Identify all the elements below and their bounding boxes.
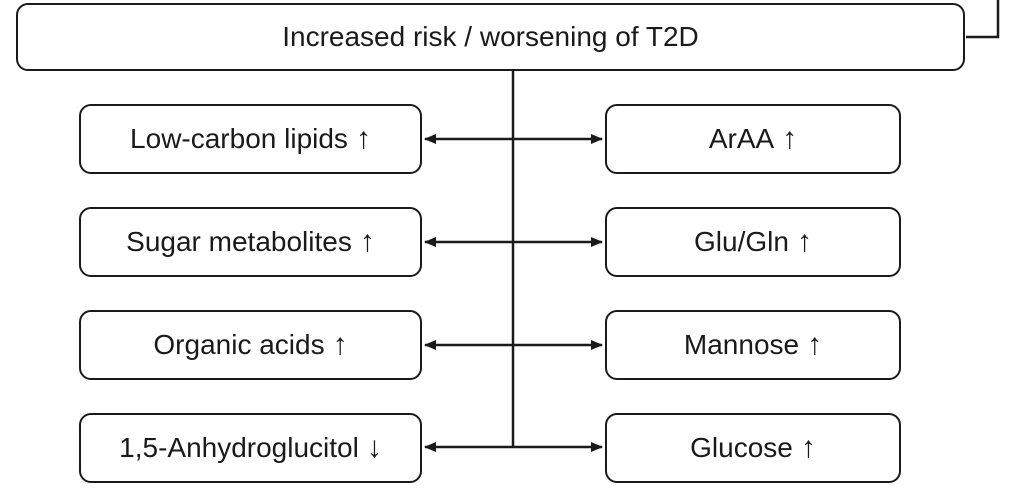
metabolite-label: Mannose <box>683 329 800 360</box>
up-arrow-icon: ↑ <box>796 225 812 258</box>
metabolite-label: Glucose <box>690 432 793 463</box>
right-metabolite-box: Glucose ↑ <box>605 413 901 483</box>
up-arrow-icon: ↑ <box>800 431 816 464</box>
up-arrow-icon: ↑ <box>355 122 371 155</box>
left-metabolite-box: 1,5-Anhydroglucitol ↓ <box>79 413 422 483</box>
metabolite-label: Low-carbon lipids <box>130 123 348 154</box>
up-arrow-icon: ↑ <box>332 328 348 361</box>
up-arrow-icon: ↑ <box>782 122 798 155</box>
up-arrow-icon: ↑ <box>359 225 375 258</box>
metabolite-label: Sugar metabolites <box>126 226 352 257</box>
top-outcome-box: Increased risk / worsening of T2D <box>16 3 965 71</box>
metabolite-label: 1,5-Anhydroglucitol <box>119 432 359 463</box>
right-metabolite-box: Mannose ↑ <box>605 310 901 380</box>
left-metabolite-box: Low-carbon lipids ↑ <box>79 104 422 174</box>
left-metabolite-box: Sugar metabolites ↑ <box>79 207 422 277</box>
right-metabolite-box: ArAA ↑ <box>605 104 901 174</box>
metabolite-label: Organic acids <box>153 329 325 360</box>
up-arrow-icon: ↑ <box>807 328 823 361</box>
bracket-line <box>966 0 1000 39</box>
metabolite-label: Glu/Gln <box>694 226 789 257</box>
left-metabolite-box: Organic acids ↑ <box>79 310 422 380</box>
right-metabolite-box: Glu/Gln ↑ <box>605 207 901 277</box>
down-arrow-icon: ↓ <box>366 431 382 464</box>
metabolite-label: ArAA <box>708 123 775 154</box>
top-outcome-label: Increased risk / worsening of T2D <box>282 21 699 52</box>
